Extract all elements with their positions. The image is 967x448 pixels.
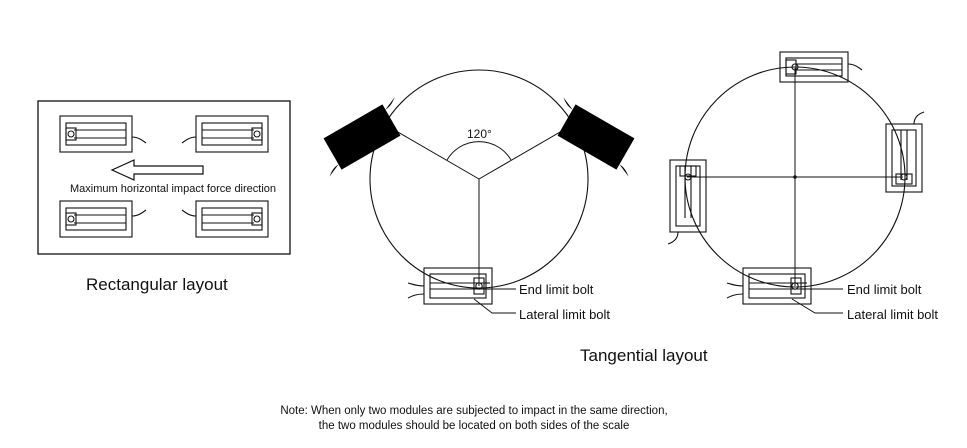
tangential-caption: Tangential layout [580, 346, 708, 365]
rectangular-frame [37, 100, 291, 255]
module-3-top-left [311, 97, 413, 177]
module-3-bottom [407, 267, 493, 305]
circular-4-layout: End limit bolt Lateral limit bolt [667, 51, 938, 322]
scale-outline-3 [369, 69, 589, 289]
rectangular-layout: Maximum horizontal impact force directio… [37, 100, 291, 294]
module-bottom-left [59, 200, 147, 238]
angle-label: 120° [467, 127, 492, 141]
module-4-bottom [726, 267, 812, 305]
arrow-label: Maximum horizontal impact force directio… [70, 183, 276, 195]
lateral-bolt-label-3: Lateral limit bolt [519, 307, 610, 322]
module-4-right [885, 111, 925, 193]
module-4-top [779, 51, 863, 83]
rectangular-caption: Rectangular layout [86, 275, 228, 294]
module-3-top-right [545, 97, 647, 177]
module-4-left [667, 159, 707, 245]
end-bolt-label-4: End limit bolt [847, 282, 922, 297]
note-line-2: the two modules should be located on bot… [319, 420, 630, 432]
module-top-right [181, 115, 269, 153]
circular-3-layout: 120° End limit bolt Lateral limit bolt [311, 69, 647, 322]
module-bottom-right [181, 200, 269, 238]
note-line-1: Note: When only two modules are subjecte… [280, 405, 667, 417]
lateral-bolt-label-4: Lateral limit bolt [847, 307, 938, 322]
impact-direction-arrow [110, 159, 204, 181]
angle-arc [446, 141, 512, 161]
end-bolt-label-3: End limit bolt [519, 282, 594, 297]
module-top-left [59, 115, 147, 153]
